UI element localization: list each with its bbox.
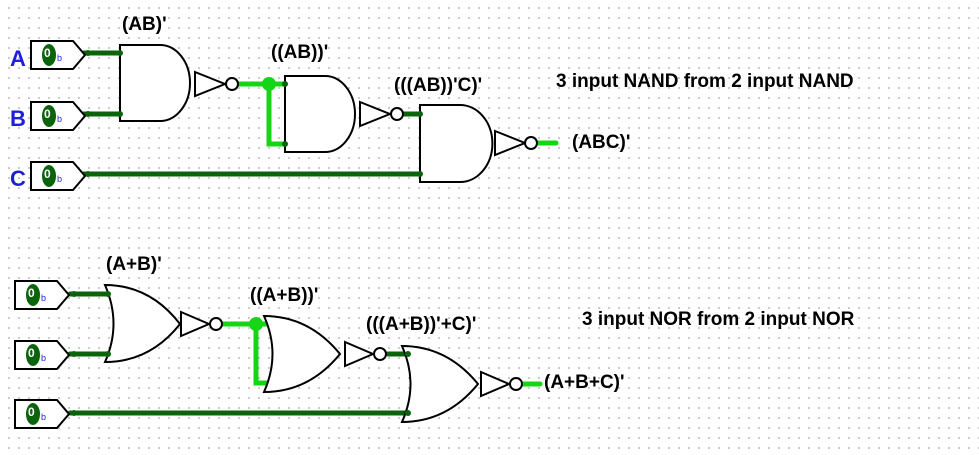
- nand-gate-1[interactable]: [119, 44, 239, 122]
- nand-circuit-title: 3 input NAND from 2 input NAND: [556, 71, 854, 92]
- input-pin-c-radix: b: [57, 174, 63, 184]
- input-pin-b[interactable]: 0 b: [30, 101, 86, 131]
- nand-gate-2[interactable]: [284, 75, 404, 153]
- nor-gate-1-label: (A+B)': [106, 254, 162, 275]
- nor-gate-1[interactable]: [103, 283, 223, 364]
- nor-gate-2[interactable]: [262, 314, 387, 394]
- nand-gate-3-label: (((AB))'C)': [394, 75, 483, 96]
- nor-input-pin-3-value: 0: [28, 405, 35, 419]
- input-pin-a-radix: b: [57, 53, 63, 63]
- nor-gate-3-label: (((A+B))'+C)': [366, 314, 477, 335]
- nor-input-pin-1-value: 0: [28, 286, 35, 300]
- nor-input-pin-2-value: 0: [28, 346, 35, 360]
- input-pin-b-value: 0: [44, 107, 51, 121]
- pin-label-a: A: [10, 46, 26, 71]
- input-pin-c[interactable]: 0 b: [30, 161, 86, 191]
- nor-gate-3[interactable]: [400, 344, 523, 424]
- nor-pin-dots: [71, 291, 411, 416]
- nand-output-label: (ABC)': [572, 132, 631, 153]
- nor-circuit-title: 3 input NOR from 2 input NOR: [582, 309, 855, 330]
- pin-label-b: B: [10, 106, 26, 131]
- nor-junction-dot: [249, 317, 263, 331]
- pin-label-c: C: [10, 166, 26, 191]
- nor-input-pin-2[interactable]: 0 b: [14, 340, 70, 370]
- nor-input-pin-3[interactable]: 0 b: [14, 399, 70, 429]
- nor-input-pin-1-radix: b: [41, 293, 47, 303]
- input-pin-a-value: 0: [44, 46, 51, 60]
- nand-junction-dot: [262, 77, 276, 91]
- nand-gate-2-label: ((AB))': [271, 42, 329, 63]
- nand-gate-3[interactable]: [419, 104, 538, 183]
- nor-gate-2-label: ((A+B))': [250, 285, 319, 306]
- nand-gate-1-label: (AB)': [122, 14, 167, 35]
- nor-output-label: (A+B+C)': [544, 372, 625, 393]
- nand-pin-dots: [85, 50, 423, 177]
- wire-nand1-branch: [266, 81, 288, 147]
- nor-input-pin-2-radix: b: [41, 353, 47, 363]
- input-pin-c-value: 0: [44, 167, 51, 181]
- nor-input-pin-3-radix: b: [41, 412, 47, 422]
- nor-input-pin-1[interactable]: 0 b: [14, 280, 70, 310]
- input-pin-a[interactable]: 0 b: [30, 40, 86, 70]
- input-pin-b-radix: b: [57, 114, 63, 124]
